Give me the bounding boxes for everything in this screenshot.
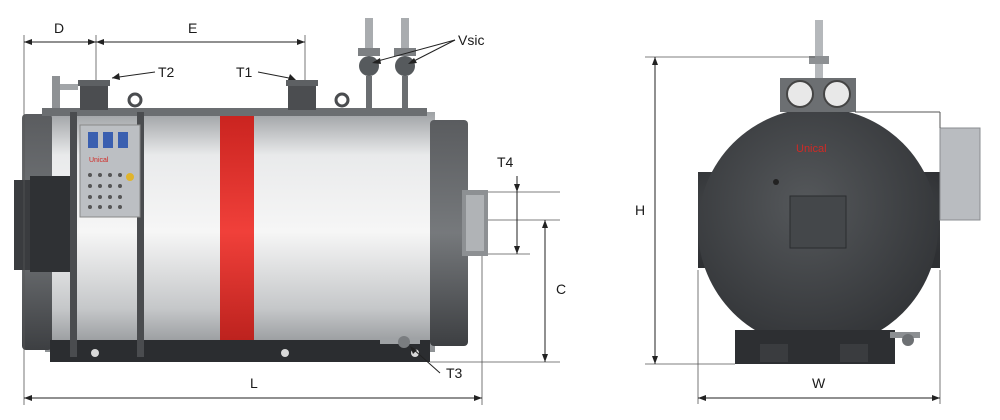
leader-t1 [257, 71, 295, 80]
base-hole-icon [281, 349, 289, 357]
lifting-lug-icon [334, 92, 350, 108]
safety-valve-2 [394, 18, 416, 112]
post-left [70, 112, 77, 357]
safety-valve-1 [358, 18, 380, 112]
label-e: E [188, 20, 197, 36]
display-icon [103, 132, 113, 148]
flange-t1-cap [286, 80, 318, 86]
top-rail [42, 108, 427, 116]
pressure-gauges [780, 20, 856, 112]
display-icon [88, 132, 98, 148]
front-view: Unical [698, 20, 981, 364]
label-h: H [635, 202, 645, 218]
lifting-lug-icon [127, 92, 143, 108]
front-brand-label: Unical [796, 143, 827, 155]
label-d: D [54, 20, 64, 36]
front-dimensions: H W [635, 56, 941, 404]
leader-vsic-2 [409, 39, 456, 64]
base-frame [50, 340, 430, 362]
side-electrical-box [939, 127, 981, 221]
flange-t2-cap [78, 80, 110, 86]
red-band [220, 112, 254, 352]
side-view: Unical [14, 18, 488, 362]
front-base-foot [760, 344, 788, 362]
label-t2: T2 [158, 64, 175, 80]
right-end-cap [430, 120, 468, 346]
drain-valve [380, 336, 420, 348]
side-dimensions: D E T2 T1 Vsic T4 C [23, 20, 566, 405]
sight-glass-icon [773, 179, 779, 185]
label-t3: T3 [446, 365, 463, 381]
front-base [735, 330, 895, 364]
pressure-fitting [52, 76, 60, 108]
flange-t1 [288, 84, 316, 110]
flange-t2 [80, 84, 108, 110]
label-t4: T4 [497, 154, 514, 170]
label-w: W [812, 375, 826, 391]
label-t1: T1 [236, 64, 253, 80]
front-drain-valve [890, 332, 920, 346]
post-right [137, 112, 144, 357]
leader-t3 [411, 347, 441, 374]
burner-door [30, 176, 70, 272]
inspection-hatch [789, 195, 847, 249]
display-icon [118, 132, 128, 148]
flue-outlet-inner [466, 195, 484, 251]
front-base-foot [840, 344, 868, 362]
panel-brand-label: Unical [89, 157, 109, 164]
leader-vsic-1 [373, 39, 456, 63]
label-vsic: Vsic [458, 32, 484, 48]
panel-buttons [88, 173, 134, 209]
base-hole-icon [91, 349, 99, 357]
pressure-pipe [60, 84, 78, 90]
label-c: C [556, 281, 566, 297]
label-l: L [250, 375, 258, 391]
